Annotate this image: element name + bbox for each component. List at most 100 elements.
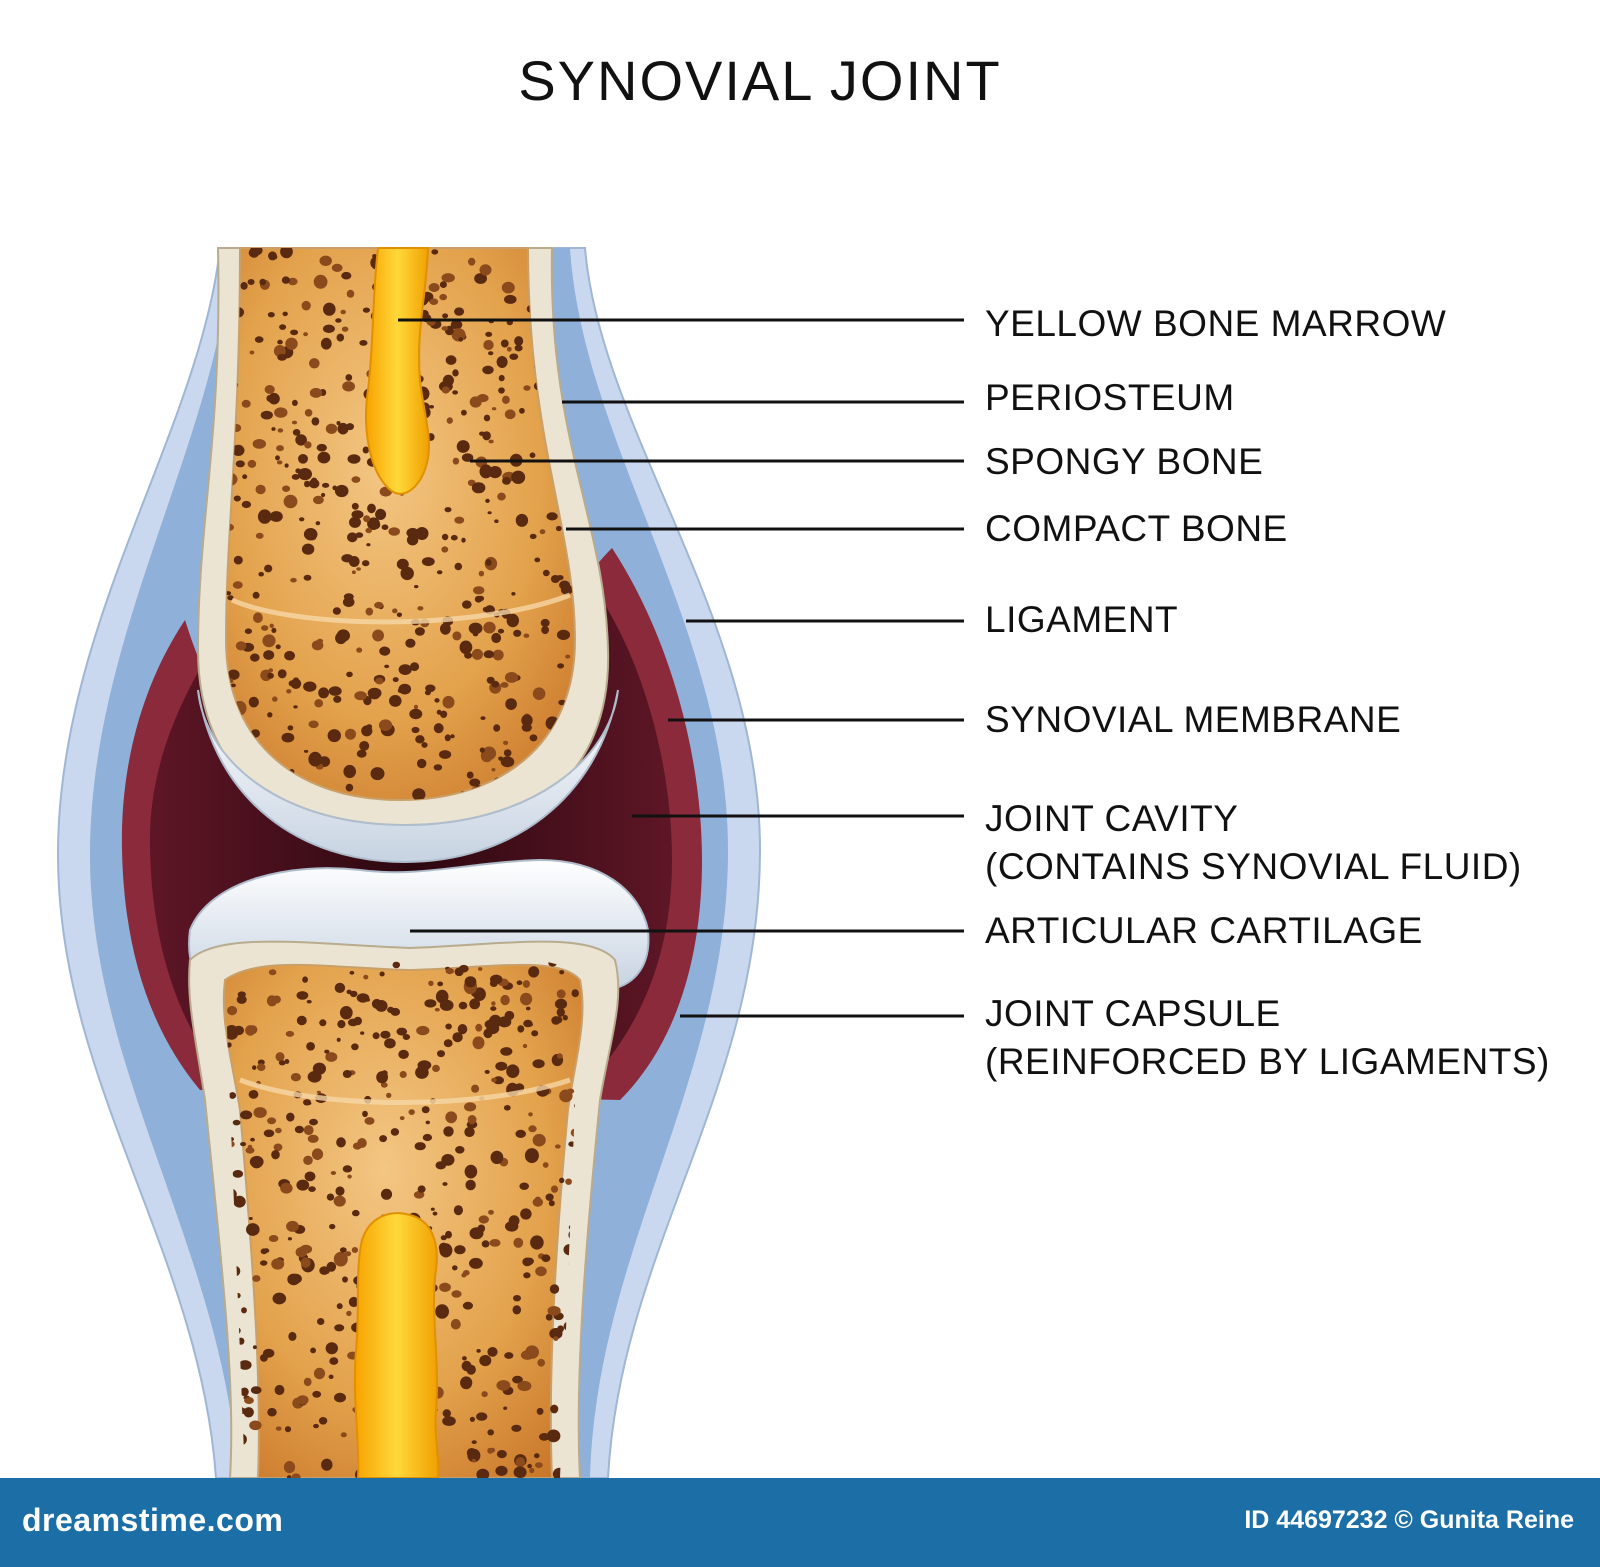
spongy-bone-pore (406, 534, 419, 546)
spongy-bone-pore (500, 756, 515, 768)
spongy-bone-pore (257, 1059, 265, 1065)
spongy-bone-pore (492, 649, 504, 661)
spongy-bone-pore (535, 1462, 543, 1468)
spongy-bone-pore (286, 1112, 295, 1122)
spongy-bone-pore (421, 557, 435, 567)
spongy-bone-pore (411, 726, 420, 734)
spongy-bone-pore (367, 503, 376, 514)
spongy-bone-pore (317, 451, 331, 464)
spongy-bone-pore (488, 351, 494, 356)
spongy-bone-pore (464, 1126, 475, 1138)
spongy-bone-pore (267, 672, 274, 679)
spongy-bone-pore (462, 1356, 467, 1361)
spongy-bone-pore (273, 345, 286, 357)
spongy-bone-pore (521, 723, 532, 732)
spongy-bone-pore (345, 374, 353, 381)
spongy-bone-pore (282, 311, 288, 317)
spongy-bone-pore (501, 281, 515, 294)
spongy-bone-pore (303, 681, 317, 692)
spongy-bone-pore (462, 600, 472, 609)
spongy-bone-pore (235, 641, 247, 651)
spongy-bone-pore (250, 653, 260, 662)
spongy-bone-pore (232, 1170, 244, 1178)
spongy-bone-pore (445, 968, 454, 975)
spongy-bone-pore (437, 981, 444, 987)
spongy-bone-pore (549, 1284, 560, 1294)
spongy-bone-pore (432, 1211, 438, 1216)
spongy-bone-pore (351, 502, 359, 510)
spongy-bone-pore (444, 734, 451, 742)
spongy-bone-pore (485, 498, 490, 503)
leader-lines (398, 318, 964, 1018)
spongy-bone-pore (349, 516, 361, 528)
spongy-bone-pore (313, 1367, 326, 1380)
spongy-bone-pore (532, 1059, 545, 1069)
spongy-bone-pore (255, 532, 264, 539)
spongy-bone-pore (514, 336, 524, 346)
spongy-bone-pore (478, 570, 485, 577)
spongy-bone-pore (302, 976, 308, 983)
label-text: LIGAMENT (985, 599, 1179, 640)
label-periosteum: PERIOSTEUM (985, 374, 1235, 422)
spongy-bone-pore (496, 356, 508, 368)
spongy-bone-pore (318, 1417, 328, 1425)
spongy-bone-pore (271, 1150, 280, 1160)
spongy-bone-pore (483, 650, 495, 659)
spongy-bone-pore (226, 591, 232, 596)
spongy-bone-pore (268, 969, 277, 976)
spongy-bone-pore (346, 671, 353, 678)
spongy-bone-pore (540, 618, 550, 627)
spongy-bone-pore (571, 989, 579, 998)
spongy-bone-pore (503, 740, 509, 746)
spongy-bone-pore (439, 1243, 453, 1258)
spongy-bone-pore (417, 758, 427, 769)
joint-illustration (56, 247, 964, 1478)
spongy-bone-pore (386, 1092, 392, 1098)
spongy-bone-pore (311, 640, 324, 651)
spongy-bone-pore (325, 1052, 338, 1062)
spongy-bone-pore (341, 554, 354, 563)
spongy-bone-pore (283, 494, 298, 509)
spongy-bone-pore (308, 751, 323, 767)
spongy-bone-pore (441, 546, 449, 553)
spongy-bone-pore (414, 1142, 426, 1151)
spongy-bone-pore (248, 1025, 258, 1035)
spongy-bone-pore (287, 725, 294, 731)
spongy-bone-pore (556, 989, 566, 999)
spongy-bone-pore (433, 764, 443, 771)
spongy-bone-pore (488, 439, 494, 444)
footer-brand: dreamstime.com (22, 1502, 284, 1538)
spongy-bone-pore (489, 979, 498, 988)
spongy-bone-pore (531, 1030, 539, 1037)
spongy-bone-pore (554, 1144, 561, 1149)
spongy-bone-pore (329, 1357, 339, 1365)
spongy-bone-pore (328, 686, 342, 696)
spongy-bone-pore (313, 1423, 319, 1429)
spongy-bone-pore (541, 625, 549, 635)
spongy-bone-pore (453, 1205, 463, 1216)
spongy-bone-pore (431, 249, 439, 255)
spongy-bone-pore (399, 1116, 405, 1121)
spongy-bone-pore (264, 385, 275, 394)
spongy-bone-pore (275, 1127, 282, 1134)
spongy-bone-pore (288, 277, 298, 286)
spongy-bone-pore (414, 585, 419, 589)
spongy-bone-pore (497, 628, 505, 634)
spongy-bone-pore (278, 1060, 286, 1066)
spongy-bone-pore (462, 1301, 473, 1310)
spongy-bone-pore (277, 669, 287, 679)
spongy-bone-pore (250, 1386, 262, 1394)
label-subtext: (REINFORCED BY LIGAMENTS) (985, 1041, 1550, 1082)
spongy-bone-pore (303, 1125, 314, 1136)
spongy-bone-pore (539, 529, 546, 535)
spongy-bone-pore (475, 1023, 483, 1032)
spongy-bone-pore (296, 1395, 309, 1405)
spongy-bone-pore (405, 638, 416, 648)
spongy-bone-pore (458, 964, 469, 973)
spongy-bone-pore (528, 966, 540, 978)
spongy-bone-pore (303, 332, 308, 337)
spongy-bone-pore (288, 680, 294, 687)
spongy-bone-pore (365, 607, 374, 616)
spongy-bone-pore (252, 1065, 257, 1070)
spongy-bone-pore (286, 1475, 292, 1478)
